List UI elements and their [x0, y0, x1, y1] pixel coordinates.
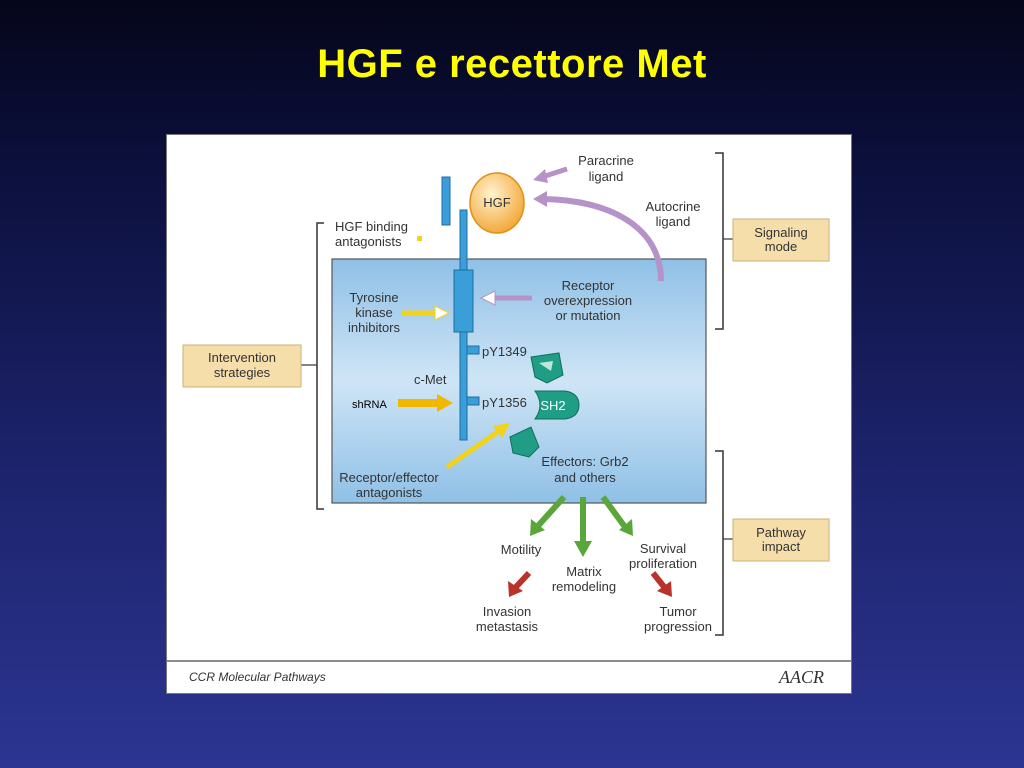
sh2-label: SH2 [540, 398, 565, 413]
cmet-label: c-Met [414, 372, 447, 387]
matrix-arrow [574, 497, 592, 557]
svg-text:impact: impact [762, 539, 801, 554]
matrix-label: Matrix remodeling [552, 564, 616, 594]
svg-text:Invasion: Invasion [483, 604, 531, 619]
svg-text:antagonists: antagonists [356, 485, 423, 500]
svg-text:overexpression: overexpression [544, 293, 632, 308]
svg-text:Effectors: Grb2: Effectors: Grb2 [541, 454, 628, 469]
svg-text:ligand: ligand [589, 169, 624, 184]
motility-arrow [530, 494, 567, 536]
shrna-arrow [398, 394, 453, 412]
svg-text:Survival: Survival [640, 541, 686, 556]
svg-text:kinase: kinase [355, 305, 393, 320]
svg-text:proliferation: proliferation [629, 556, 697, 571]
hgf-binding-label: HGF binding antagonists [335, 219, 422, 249]
svg-text:antagonists: antagonists [335, 234, 402, 249]
survival-arrow [600, 495, 633, 536]
signaling-mode-box: Signaling mode [732, 218, 830, 262]
intervention-box: Intervention strategies [182, 344, 302, 388]
intervention-bracket [316, 222, 324, 510]
hgf-label: HGF [483, 195, 511, 210]
py1349-label: pY1349 [482, 344, 527, 359]
receptor-overexpression-arrow [479, 290, 532, 306]
svg-text:Tumor: Tumor [659, 604, 697, 619]
svg-text:Signaling: Signaling [754, 225, 808, 240]
svg-text:remodeling: remodeling [552, 579, 616, 594]
svg-text:Receptor/effector: Receptor/effector [339, 470, 439, 485]
svg-text:Receptor: Receptor [562, 278, 615, 293]
invasion-arrow [508, 570, 532, 597]
autocrine-label: Autocrine ligand [646, 199, 701, 229]
tumor-label: Tumor progression [644, 604, 712, 634]
pathway-impact-box: Pathway impact [732, 518, 830, 562]
py1356-label: pY1356 [482, 395, 527, 410]
pathway-bracket [715, 450, 724, 636]
survival-label: Survival proliferation [629, 541, 697, 571]
effectors-label: Effectors: Grb2 and others [541, 454, 628, 485]
svg-text:HGF binding: HGF binding [335, 219, 408, 234]
sh2-domain: SH2 [534, 390, 580, 420]
svg-text:Autocrine: Autocrine [646, 199, 701, 214]
pathway-figure: HGF SH2 [166, 134, 852, 694]
svg-text:Tyrosine: Tyrosine [349, 290, 398, 305]
svg-text:or mutation: or mutation [555, 308, 620, 323]
grb2-effector-top [530, 352, 564, 384]
hgf-ligand [469, 172, 525, 234]
receptor-effector-label: Receptor/effector antagonists [339, 470, 439, 500]
grb2-effector-bottom [509, 426, 540, 458]
svg-text:and others: and others [554, 470, 616, 485]
receptor-overexpression-label: Receptor overexpression or mutation [544, 278, 632, 323]
tumor-arrow [650, 571, 672, 597]
paracrine-label: Paracrine ligand [578, 153, 634, 184]
svg-text:metastasis: metastasis [476, 619, 539, 634]
paracrine-arrow [533, 166, 568, 183]
svg-text:progression: progression [644, 619, 712, 634]
svg-text:Paracrine: Paracrine [578, 153, 634, 168]
slide-title: HGF e recettore Met [317, 42, 707, 86]
svg-text:strategies: strategies [214, 365, 271, 380]
cmet-receptor [441, 176, 480, 441]
svg-text:ligand: ligand [656, 214, 691, 229]
autocrine-arrow [533, 191, 664, 282]
svg-text:Intervention: Intervention [208, 350, 276, 365]
tki-arrow [401, 305, 451, 321]
aacr-logo: AACR [778, 667, 824, 687]
svg-text:Pathway: Pathway [756, 525, 806, 540]
tki-label: Tyrosine kinase inhibitors [348, 290, 401, 335]
invasion-label: Invasion metastasis [476, 604, 539, 634]
footer-journal: CCR Molecular Pathways [189, 670, 326, 684]
pathway-diagram: HGF SH2 [167, 152, 851, 687]
signaling-bracket [715, 152, 724, 330]
svg-text:inhibitors: inhibitors [348, 320, 401, 335]
motility-label: Motility [501, 542, 542, 557]
receptor-effector-arrow [445, 423, 510, 470]
svg-text:Matrix: Matrix [566, 564, 602, 579]
svg-text:mode: mode [765, 239, 798, 254]
shrna-label: shRNA [352, 399, 388, 411]
